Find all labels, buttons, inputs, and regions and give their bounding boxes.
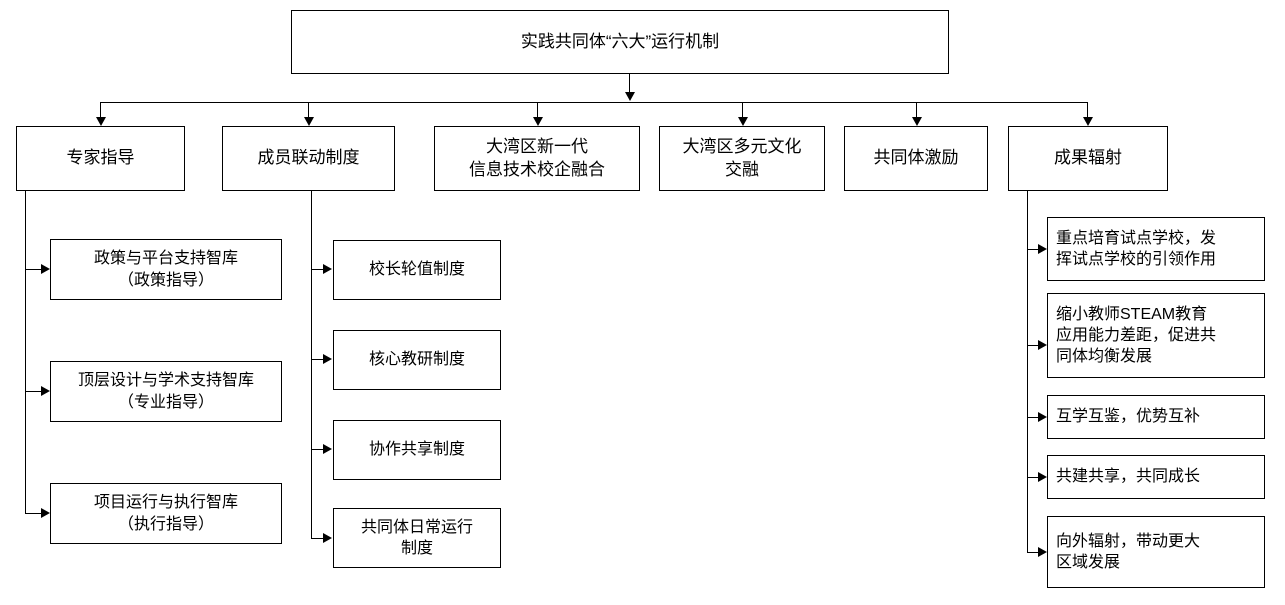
- branch6-spine: [1027, 191, 1028, 552]
- level2-distribution-bar: [100, 102, 1087, 103]
- leaf-node-topdesign-academic-thinktank: 顶层设计与学术支持智库（专业指导）: [50, 361, 282, 422]
- leaf-label-project-execution-thinktank: 项目运行与执行智库（执行指导）: [93, 494, 238, 533]
- branch1-arrow-3: [41, 508, 50, 518]
- drop-line-6: [1087, 102, 1088, 124]
- drop-arrow-2: [304, 117, 314, 126]
- leaf-label-mutual-learning: 互学互鉴，优势互补: [1056, 408, 1201, 426]
- branch2-spine: [311, 191, 312, 538]
- drop-line-2: [308, 102, 309, 124]
- branch-node-greater-bay-area-new-gen-it: 大湾区新一代信息技术校企融合: [434, 126, 640, 191]
- root-stem-arrowhead: [625, 92, 635, 101]
- branch2-arrow-3: [323, 444, 332, 454]
- leaf-node-outward-radiation: 向外辐射，带动更大区域发展: [1047, 516, 1265, 588]
- branch-node-expert-guidance: 专家指导: [16, 126, 185, 191]
- drop-arrow-5: [912, 117, 922, 126]
- drop-arrow-6: [1083, 117, 1093, 126]
- root-node-label: 实践共同体“六大”运行机制: [520, 31, 720, 51]
- branch6-arrow-2: [1038, 340, 1047, 350]
- drop-arrow-1: [96, 117, 106, 126]
- branch-label-greater-bay-area-new-gen-it: 大湾区新一代信息技术校企融合: [469, 137, 605, 179]
- branch2-connector-2: [311, 359, 325, 360]
- branch2-connector-3: [311, 449, 325, 450]
- drop-arrow-3: [533, 117, 543, 126]
- leaf-node-core-teaching-research-system: 核心教研制度: [333, 330, 501, 390]
- branch1-spine: [25, 191, 26, 513]
- leaf-label-steam-capability-gap: 缩小教师STEAM教育应用能力差距，促进共同体均衡发展: [1056, 305, 1217, 366]
- branch1-connector-2: [25, 391, 44, 392]
- branch6-arrow-3: [1038, 412, 1047, 422]
- drop-line-1: [100, 102, 101, 124]
- branch-node-community-incentive: 共同体激励: [844, 126, 988, 191]
- branch1-arrow-2: [41, 386, 50, 396]
- branch-node-achievement-radiation: 成果辐射: [1008, 126, 1168, 191]
- leaf-label-policy-platform-thinktank: 政策与平台支持智库（政策指导）: [93, 250, 238, 289]
- leaf-node-co-construction-sharing: 共建共享，共同成长: [1047, 455, 1265, 499]
- root-node-运行机制: 实践共同体“六大”运行机制: [291, 10, 949, 74]
- branch6-connector-2: [1027, 345, 1040, 346]
- drop-line-3: [537, 102, 538, 124]
- branch2-connector-4: [311, 538, 325, 539]
- branch6-connector-4: [1027, 477, 1040, 478]
- branch-label-achievement-radiation: 成果辐射: [1054, 148, 1122, 168]
- leaf-node-collaboration-sharing-system: 协作共享制度: [333, 420, 501, 480]
- drop-line-4: [742, 102, 743, 124]
- branch-label-community-incentive: 共同体激励: [873, 148, 959, 168]
- branch-node-member-linkage-system: 成员联动制度: [222, 126, 395, 191]
- leaf-label-core-teaching-research-system: 核心教研制度: [368, 351, 465, 369]
- branch-label-expert-guidance: 专家指导: [66, 148, 135, 168]
- root-stem-line: [629, 74, 630, 99]
- leaf-label-topdesign-academic-thinktank: 顶层设计与学术支持智库（专业指导）: [77, 372, 254, 411]
- branch1-connector-1: [25, 269, 44, 270]
- branch2-connector-1: [311, 269, 325, 270]
- branch2-arrow-2: [323, 354, 332, 364]
- branch6-connector-3: [1027, 417, 1040, 418]
- leaf-node-project-execution-thinktank: 项目运行与执行智库（执行指导）: [50, 483, 282, 544]
- leaf-node-policy-platform-thinktank: 政策与平台支持智库（政策指导）: [50, 239, 282, 300]
- leaf-label-collaboration-sharing-system: 协作共享制度: [368, 441, 465, 459]
- branch2-arrow-1: [323, 264, 332, 274]
- branch6-connector-1: [1027, 249, 1040, 250]
- leaf-label-co-construction-sharing: 共建共享，共同成长: [1056, 468, 1201, 486]
- leaf-label-pilot-school-cultivation: 重点培育试点学校，发挥试点学校的引领作用: [1056, 229, 1217, 268]
- branch1-arrow-1: [41, 264, 50, 274]
- leaf-node-pilot-school-cultivation: 重点培育试点学校，发挥试点学校的引领作用: [1047, 217, 1265, 281]
- drop-arrow-4: [738, 117, 748, 126]
- branch6-arrow-4: [1038, 472, 1047, 482]
- branch6-arrow-5: [1038, 547, 1047, 557]
- leaf-node-mutual-learning: 互学互鉴，优势互补: [1047, 395, 1265, 439]
- branch2-arrow-4: [323, 533, 332, 543]
- branch-label-member-linkage-system: 成员联动制度: [257, 148, 360, 168]
- branch-node-greater-bay-area-multicultural-exchange: 大湾区多元文化交融: [659, 126, 825, 191]
- leaf-node-principal-rotation-system: 校长轮值制度: [333, 240, 501, 300]
- leaf-label-principal-rotation-system: 校长轮值制度: [368, 261, 465, 279]
- leaf-label-outward-radiation: 向外辐射，带动更大区域发展: [1056, 532, 1201, 571]
- branch1-connector-3: [25, 513, 44, 514]
- drop-line-5: [916, 102, 917, 124]
- leaf-label-community-daily-operation-system: 共同体日常运行制度: [360, 518, 473, 557]
- branch6-connector-5: [1027, 552, 1040, 553]
- branch6-arrow-1: [1038, 244, 1047, 254]
- branch-label-greater-bay-area-multicultural-exchange: 大湾区多元文化交融: [682, 137, 802, 179]
- leaf-node-community-daily-operation-system: 共同体日常运行制度: [333, 508, 501, 568]
- leaf-node-steam-capability-gap: 缩小教师STEAM教育应用能力差距，促进共同体均衡发展: [1047, 293, 1265, 378]
